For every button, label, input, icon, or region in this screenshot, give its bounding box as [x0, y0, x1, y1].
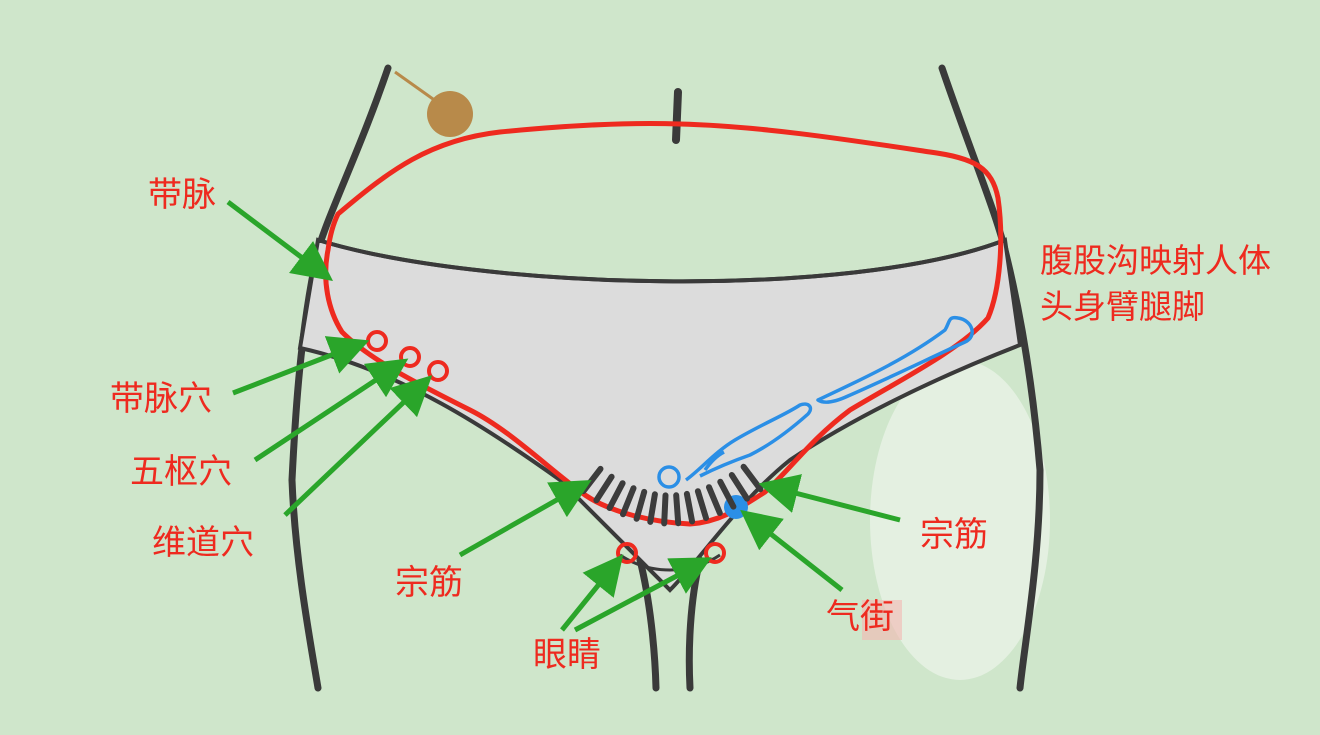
body-sketch-arm [703, 450, 725, 472]
label-daimai-xue: 带脉穴 [110, 379, 212, 419]
wushu-point-icon [399, 346, 421, 368]
arrow-daimai [226, 200, 333, 282]
comb-dash [728, 472, 750, 502]
label-yanjing: 眼睛 [533, 635, 601, 675]
head-marker [394, 70, 473, 137]
comb-dash [673, 492, 682, 527]
arrow-zongjin-left [458, 480, 592, 558]
arrow-zongjin-right [758, 474, 901, 523]
left-waist-line [288, 64, 392, 692]
comb-dash [694, 488, 709, 521]
weidao-point-icon [427, 360, 449, 382]
waistband-line [317, 238, 1006, 284]
body-sketch [657, 315, 974, 489]
body-sketch-head [657, 465, 681, 489]
eye-point-left-icon [616, 542, 638, 564]
title-line-2: 头身臂腿脚 [1040, 287, 1205, 326]
comb-dash [620, 485, 637, 518]
arrow-daimai-xue [232, 336, 370, 396]
comb-dash [647, 491, 658, 525]
right-inner-leg-line [685, 556, 704, 692]
zongjin-comb [580, 463, 764, 527]
arrow-yanjing-right [573, 557, 712, 633]
comb-dash [593, 473, 615, 504]
arrow-qijie [740, 509, 844, 592]
comb-dash [606, 480, 626, 511]
comb-dash [740, 463, 764, 493]
body-outline [288, 64, 1044, 692]
label-weidao-xue: 维道穴 [152, 523, 254, 563]
body-sketch-leg [816, 315, 974, 404]
head-dot-icon [427, 91, 473, 137]
label-wushu-xue: 五枢穴 [130, 452, 232, 492]
comb-dash [683, 490, 696, 525]
comb-dash [706, 484, 723, 516]
arrow-weidao-xue [283, 375, 433, 517]
label-zongjin-right: 宗筋 [920, 515, 988, 555]
label-daimai: 带脉 [148, 175, 216, 215]
comb-dash [661, 492, 669, 527]
label-qijie: 气街 [826, 597, 894, 637]
comb-dash [633, 488, 648, 522]
body-sketch-torso [684, 402, 813, 482]
right-waist-line [938, 64, 1044, 692]
thigh-highlight [870, 360, 1050, 680]
title-line-1: 腹股沟映射人体 [1040, 241, 1271, 280]
arrow-wushu-xue [253, 358, 409, 463]
navel-mark [672, 88, 682, 144]
label-zongjin-left: 宗筋 [395, 563, 463, 603]
left-inner-leg-line [636, 556, 660, 692]
qijie-label-highlight [862, 600, 902, 640]
eye-point-right-icon [704, 542, 726, 564]
arrow-yanjing-left [560, 554, 624, 632]
comb-dash [717, 478, 737, 510]
